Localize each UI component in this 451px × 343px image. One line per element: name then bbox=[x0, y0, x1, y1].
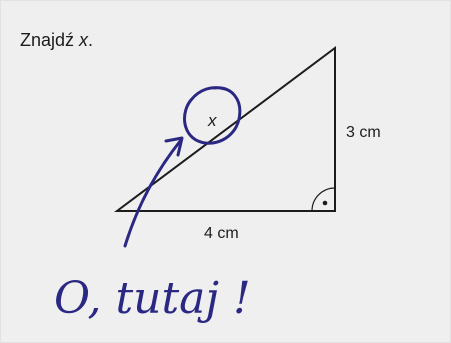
hypotenuse-label: x bbox=[207, 111, 217, 130]
vertical-side-label: 3 cm bbox=[346, 124, 381, 141]
right-angle-arc bbox=[311, 187, 336, 212]
task-title-variable: x bbox=[79, 30, 89, 50]
ink-circle bbox=[183, 86, 242, 145]
task-title-prefix: Znajdź bbox=[20, 30, 80, 50]
task-title: Znajdź x. bbox=[20, 30, 93, 51]
task-title-suffix: . bbox=[88, 30, 94, 50]
handwritten-annotation: O, tutaj ! bbox=[54, 273, 251, 324]
right-triangle bbox=[113, 46, 336, 212]
ink-arrow-head bbox=[164, 136, 184, 157]
horizontal-side-label: 4 cm bbox=[204, 225, 239, 242]
ink-arrow-shaft bbox=[123, 138, 183, 248]
right-angle-dot bbox=[322, 200, 328, 206]
